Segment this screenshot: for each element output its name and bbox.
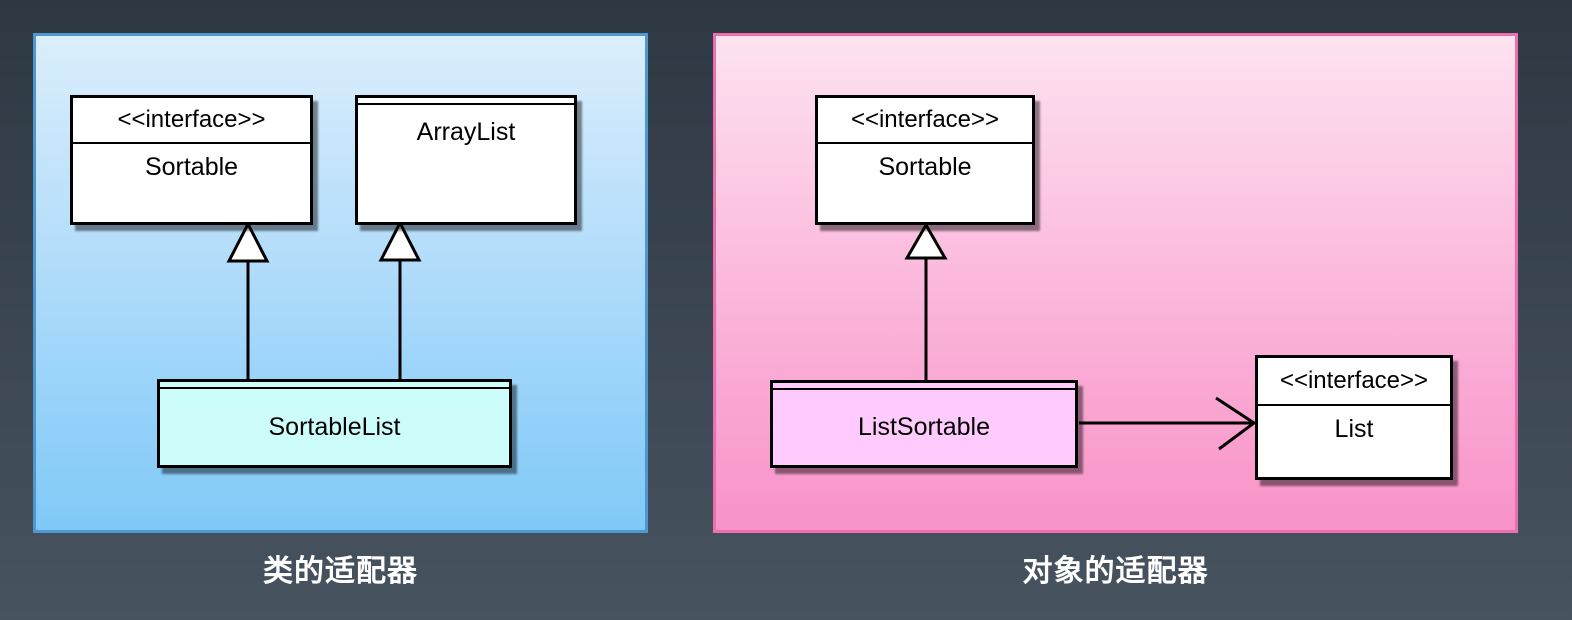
double-line-cap bbox=[773, 383, 1075, 390]
class-box-listsortable: ListSortable bbox=[770, 380, 1078, 468]
stereotype-label: <<interface>> bbox=[1258, 358, 1450, 406]
stereotype-label: <<interface>> bbox=[73, 98, 310, 144]
class-box-sortablelist: SortableList bbox=[157, 379, 512, 468]
caption-class-adapter: 类的适配器 bbox=[263, 555, 418, 588]
class-name-label: SortableList bbox=[268, 413, 401, 441]
double-line-cap bbox=[160, 382, 509, 389]
double-line-cap bbox=[358, 98, 574, 105]
class-name-label: ArrayList bbox=[416, 118, 516, 146]
caption-object-adapter: 对象的适配器 bbox=[1022, 555, 1209, 588]
class-name-label: Sortable bbox=[144, 153, 239, 181]
class-box-list: <<interface>> List bbox=[1255, 355, 1453, 480]
class-name-label: Sortable bbox=[878, 153, 972, 181]
class-box-sortable-left: <<interface>> Sortable bbox=[70, 95, 313, 225]
class-box-sortable-right: <<interface>> Sortable bbox=[815, 95, 1035, 225]
class-box-arraylist: ArrayList bbox=[355, 95, 577, 225]
class-name-label: ListSortable bbox=[857, 413, 991, 441]
stereotype-label: <<interface>> bbox=[818, 98, 1032, 144]
class-name-label: List bbox=[1334, 415, 1374, 443]
